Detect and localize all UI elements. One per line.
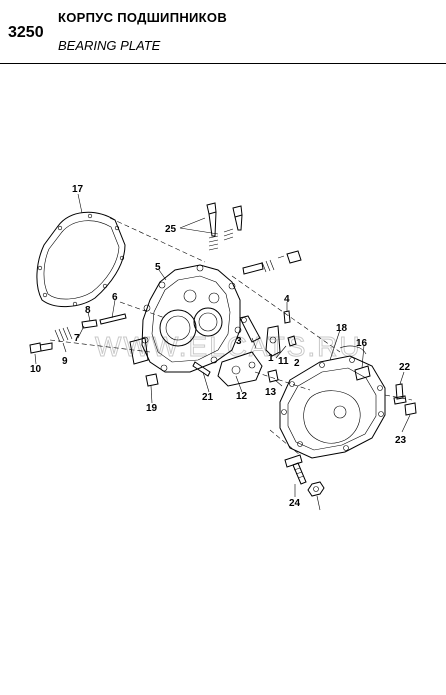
part-18-plug (145, 373, 159, 387)
part-4-pin (283, 310, 291, 324)
callout-21: 22 (399, 362, 411, 373)
housing-bolt-bosses (141, 264, 242, 372)
callout-9: 9 (62, 356, 68, 367)
page-header: 3250 КОРПУС ПОДШИПНИКОВ BEARING PLATE (0, 0, 446, 64)
callout-24: 25 (165, 224, 177, 235)
callout-11: 11 (278, 356, 289, 367)
part-24-plugs (206, 202, 302, 275)
callout-3: 3 (236, 336, 242, 347)
callout-23: 24 (289, 498, 301, 509)
part-21-bolt (393, 383, 407, 405)
part-20-bolt (192, 361, 211, 377)
callout-12: 12 (236, 391, 248, 402)
parts-7-10-bolt-spring (29, 319, 98, 354)
part-6-pin (99, 313, 127, 325)
title-russian: КОРПУС ПОДШИПНИКОВ (58, 10, 228, 25)
section-number: 3250 (8, 24, 44, 41)
part-17-seal (339, 345, 367, 355)
callout-20: 21 (202, 392, 214, 403)
part-3-lever (239, 315, 261, 343)
callout-22: 23 (395, 435, 407, 446)
callout-17: 18 (336, 323, 348, 334)
callout-8: 8 (85, 305, 91, 316)
part-13-bolt (267, 369, 279, 383)
parts-1-2-bracket (265, 325, 297, 357)
part-25-nut (307, 481, 325, 497)
callout-7: 7 (74, 333, 80, 344)
part-16-cover (279, 355, 386, 459)
parts-11-12-bracket (217, 351, 263, 387)
callout-2: 2 (294, 358, 300, 369)
part-19-gasket (36, 211, 126, 307)
watermark-text: WWW.ELCATS.RU (95, 331, 362, 362)
callout-13: 13 (265, 387, 277, 398)
part-5-bearing-plate (129, 264, 242, 373)
part-23-stud (284, 454, 307, 485)
leader-lines (34, 193, 411, 511)
gasket-bolt-holes (37, 213, 125, 307)
callout-1: 1 (268, 353, 274, 364)
callout-18: 19 (146, 403, 158, 414)
callout-4: 4 (284, 294, 290, 305)
cover-bolt-holes (281, 357, 384, 451)
header-divider (0, 63, 446, 64)
part-22-plug (404, 402, 417, 416)
title-english: BEARING PLATE (58, 38, 161, 53)
callout-16: 16 (356, 338, 368, 349)
callout-6: 6 (112, 292, 118, 303)
assembly-lines (49, 217, 413, 456)
callout-labels: 17 25 5 6 4 8 7 18 3 16 9 1 11 2 10 22 1… (30, 184, 411, 509)
callout-10: 10 (30, 364, 42, 375)
callout-5: 5 (155, 262, 161, 273)
callout-19: 17 (72, 184, 84, 195)
